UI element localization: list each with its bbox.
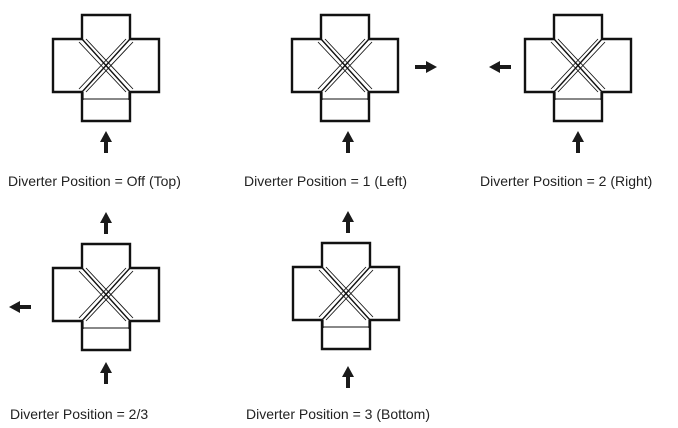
left-arrow-icon [9,301,31,313]
diverter-position-2-3 [9,212,161,384]
diverter-cross-icon [291,241,401,351]
up-arrow-icon [342,211,354,233]
caption-position-2-3: Diverter Position = 2/3 [10,406,149,422]
diverter-off-top [51,13,161,153]
diverter-cross-icon [290,13,400,123]
diverter-position-2-right [489,13,633,153]
diverter-cross-icon [51,242,161,352]
caption-position-3-bottom: Diverter Position = 3 (Bottom) [246,406,431,422]
caption-position-1-left: Diverter Position = 1 (Left) [244,173,408,189]
caption-position-2-right: Diverter Position = 2 (Right) [480,173,653,189]
diverter-cross-icon [523,13,633,123]
diverter-position-3-bottom [291,211,401,388]
up-arrow-icon [100,131,112,153]
right-arrow-icon [415,61,437,73]
up-arrow-icon [100,212,112,234]
diverter-position-1-left [290,13,437,153]
up-arrow-icon [572,131,584,153]
up-arrow-icon [342,366,354,388]
up-arrow-icon [100,362,112,384]
up-arrow-icon [342,131,354,153]
caption-off-top: Diverter Position = Off (Top) [8,173,181,189]
left-arrow-icon [489,61,511,73]
diverter-cross-icon [51,13,161,123]
